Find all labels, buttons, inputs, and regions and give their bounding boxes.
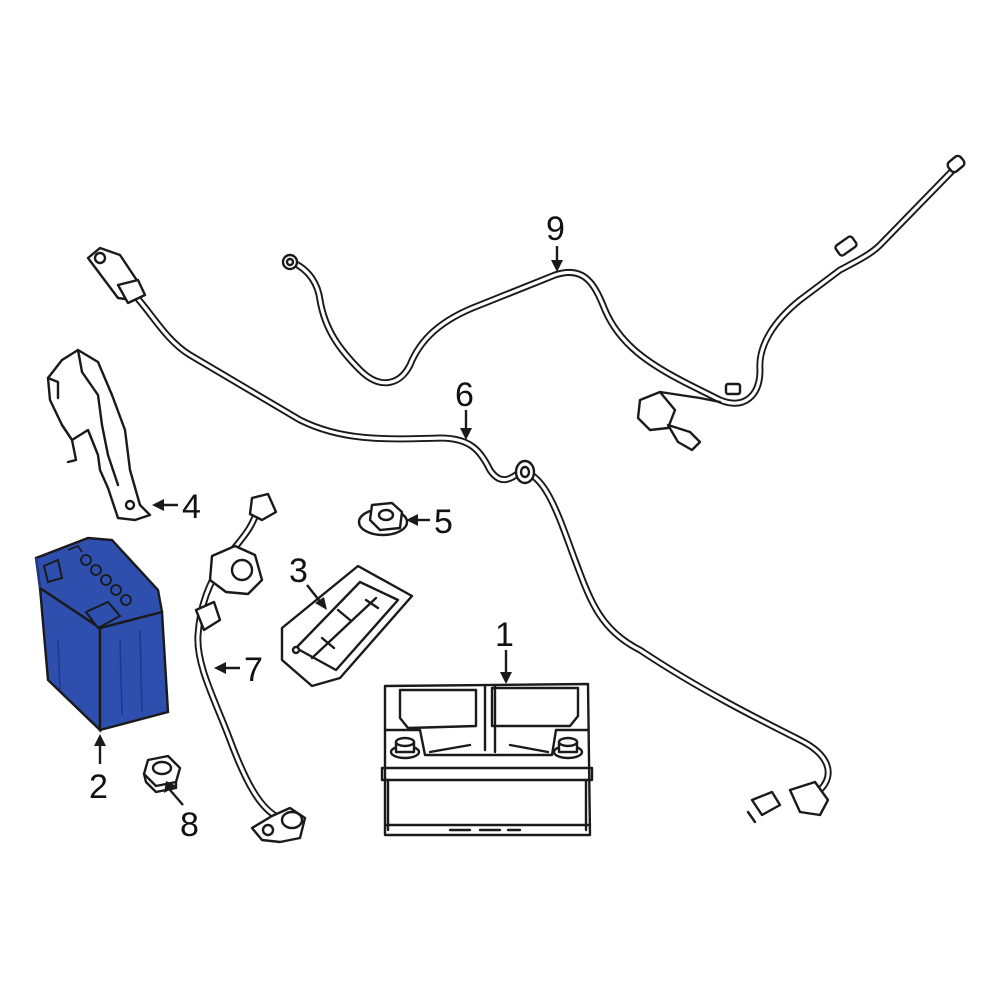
callout-4: 4 xyxy=(182,488,201,526)
battery-side-face xyxy=(98,610,170,732)
callout-2: 2 xyxy=(89,768,108,806)
callout-labels: 1 2 3 4 5 6 7 8 9 xyxy=(89,210,565,844)
callout-1: 1 xyxy=(495,616,514,654)
battery-top-face xyxy=(34,536,164,630)
callout-3: 3 xyxy=(289,552,308,590)
callout-9: 9 xyxy=(546,210,565,248)
part-1-battery[interactable] xyxy=(380,682,594,837)
callout-6: 6 xyxy=(455,376,474,414)
part-5-nut[interactable] xyxy=(357,501,409,537)
part-6-cable[interactable] xyxy=(86,246,832,824)
callout-8: 8 xyxy=(180,806,199,844)
callout-7: 7 xyxy=(244,651,263,689)
callout-arrows xyxy=(94,246,563,806)
part-7-cable[interactable] xyxy=(194,492,307,844)
part-4-bracket[interactable] xyxy=(46,348,152,522)
part-2-battery-highlighted[interactable] xyxy=(34,536,170,733)
part-3-tray[interactable] xyxy=(280,564,414,688)
callout-5: 5 xyxy=(434,503,453,541)
part-9-cable[interactable] xyxy=(281,154,966,452)
